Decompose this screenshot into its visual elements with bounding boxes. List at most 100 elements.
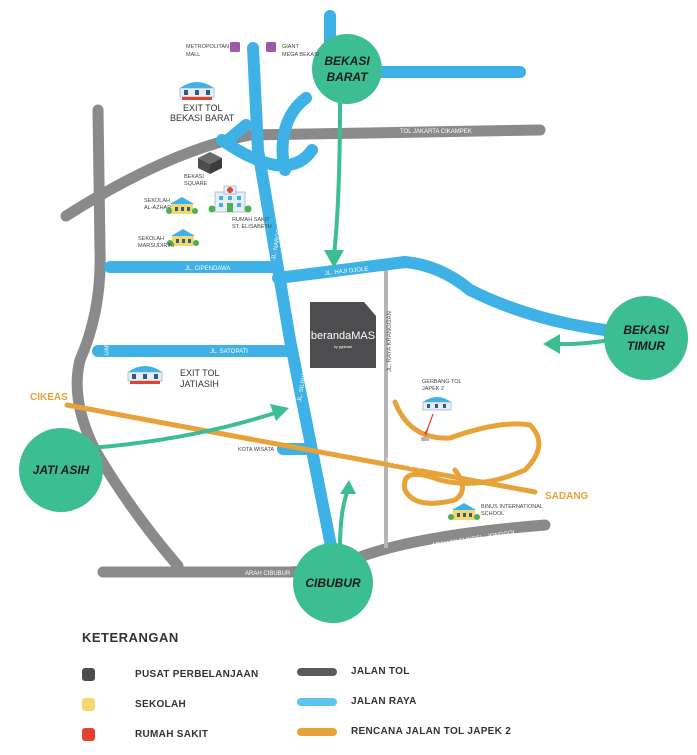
rs-elisabeth-label-1: RUMAH SAKIT (232, 217, 270, 223)
toll-lingkar-luar (71, 104, 184, 572)
giant-label-1: GIANT (282, 44, 299, 50)
legend-label-school: SEKOLAH (135, 699, 186, 710)
sekolah-marsudirini-label-2: MARSUDIRINI (138, 243, 175, 249)
exit-jatiasih-label-1: EXIT TOL (180, 368, 220, 378)
road-bekasi-barat-link (276, 92, 312, 176)
legend-label-shopping: PUSAT PERBELANJAAN (135, 669, 259, 680)
landmark-metropolitan-mall: METROPOLITAN MALL (186, 42, 240, 58)
brand-name: berandaMAS (311, 330, 375, 342)
city-bekasi-timur: BEKASI TIMUR (604, 296, 688, 380)
toll-gate-icon (179, 82, 215, 100)
landmark-exit-jatiasih: EXIT TOL JATIASIH (127, 366, 220, 389)
label-tol-jakarta-cikampek: TOL JAKARTA CIKAMPEK (400, 129, 472, 135)
arrow-from-cibubur (338, 488, 350, 550)
beranda-mas-marker: berandaMAS by pgnmasi (310, 302, 376, 368)
exit-bekasi-barat-label-1: EXIT TOL (183, 103, 223, 113)
binus-label-1: BINUS INTERNATIONAL (481, 504, 543, 510)
school-icon (448, 503, 480, 520)
road-swatch-icon (297, 697, 337, 706)
gerbang-japek-label-2: JAPEK 2 (422, 386, 444, 392)
legend-item-school: SEKOLAH (82, 698, 186, 711)
gerbang-japek-label-1: GERBANG TOL (422, 379, 462, 385)
landmark-sekolah-marsudirini: SEKOLAH MARSUDIRINI (138, 229, 199, 249)
landmark-sekolah-al-azhar: SEKOLAH AL-AZHAR (144, 197, 198, 214)
arrow-heads (270, 250, 560, 494)
city-jati-asih-label: JATI ASIH (33, 463, 90, 477)
planned-toll-loop (392, 399, 542, 506)
hospital-icon (208, 185, 252, 213)
sekolah-alazhar-label-2: AL-AZHAR (144, 205, 171, 211)
brand-sub: by pgnmasi (334, 345, 352, 349)
planned-toll-japek2 (64, 399, 542, 506)
bekasi-square-label-2: SQUARE (184, 181, 208, 187)
road-top-left (222, 119, 252, 146)
road-north-branch (216, 134, 318, 172)
hospital-swatch-icon (82, 728, 95, 741)
arrowhead-bekasi-timur (543, 334, 560, 354)
city-cibubur-label: CIBUBUR (305, 576, 361, 590)
city-cibubur: CIBUBUR (293, 543, 373, 623)
exit-bekasi-barat-label-2: BEKASI BARAT (170, 113, 235, 123)
city-bekasi-barat: BEKASI BARAT (312, 34, 382, 104)
legend-label-road: JALAN RAYA (351, 696, 417, 707)
label-arah-cibubur: ARAH CIBUBUR (245, 571, 291, 577)
legend-label-hospital: RUMAH SAKIT (135, 729, 209, 740)
city-bekasi-timur-line1: BEKASI (623, 323, 669, 337)
sekolah-marsudirini-label-1: SEKOLAH (138, 236, 164, 242)
label-jl-haji-djole: JL. HAJI DJOLE (325, 266, 369, 277)
school-icon (167, 229, 199, 246)
metropolitan-label-1: METROPOLITAN (186, 44, 229, 50)
arrowhead-bekasi-barat (324, 250, 344, 268)
legend-item-shopping: PUSAT PERBELANJAAN (82, 668, 259, 681)
mall-building-icon (198, 152, 222, 174)
legend-label-plan: RENCANA JALAN TOL JAPEK 2 (351, 726, 512, 737)
mall-marker-icon (230, 42, 240, 52)
bekasi-square-label-1: BEKASI (184, 174, 204, 180)
label-jl-satopati: JL. SATOPATI (210, 349, 248, 355)
arrow-from-jati-asih (88, 411, 277, 450)
label-jl-raya-kranggan: JL. RAYA KRANGGAN (387, 311, 393, 372)
legend-label-toll: JALAN TOL (351, 666, 410, 677)
toll-jakarta-cikampek (60, 124, 546, 222)
school-swatch-icon (82, 698, 95, 711)
city-bekasi-barat-line2: BARAT (326, 70, 369, 84)
label-jl-cipendawa: JL. CIPENDAWA (185, 266, 231, 272)
legend-item-hospital: RUMAH SAKIT (82, 728, 208, 741)
landmark-gerbang-japek-2: GERBANG TOL JAPEK 2 (421, 379, 462, 441)
rs-elisabeth-label-2: ST. ELISABETH (232, 224, 272, 230)
shopping-swatch-icon (82, 668, 95, 681)
toll-gate-icon (127, 366, 163, 384)
arrow-from-bekasi-barat (332, 98, 342, 257)
landmark-binus: BINUS INTERNATIONAL SCHOOL (448, 503, 543, 520)
city-jati-asih: JATI ASIH (19, 428, 103, 512)
legend-item-toll: JALAN TOL (297, 666, 410, 677)
landmark-giant: GIANT MEGA BEKASI (266, 42, 320, 58)
legend-item-road: JALAN RAYA (297, 696, 417, 707)
sekolah-alazhar-label-1: SEKOLAH (144, 198, 170, 204)
landmark-rs-elisabeth: RUMAH SAKIT ST. ELISABETH (208, 185, 272, 230)
toll-roads (60, 104, 551, 578)
exit-jatiasih-label-2: JATIASIH (180, 379, 219, 389)
school-icon (166, 197, 198, 214)
arrow-from-bekasi-timur (553, 338, 612, 347)
landmark-bekasi-square: BEKASI SQUARE (184, 152, 222, 187)
mall-marker-icon (266, 42, 276, 52)
city-bekasi-timur-line2: TIMUR (627, 339, 665, 353)
road-haji-djole (272, 256, 611, 336)
arrowhead-jati-asih (270, 404, 289, 421)
legend-title: KETERANGAN (82, 630, 179, 645)
metropolitan-label-2: MALL (186, 52, 200, 58)
label-cikeas: CIKEAS (30, 392, 68, 403)
binus-label-2: SCHOOL (481, 511, 504, 517)
map-legend: KETERANGAN PUSAT PERBELANJAAN SEKOLAH RU… (82, 630, 602, 750)
legend-item-plan: RENCANA JALAN TOL JAPEK 2 (297, 726, 511, 737)
arrowhead-cibubur (340, 480, 356, 494)
giant-label-2: MEGA BEKASI (282, 52, 320, 58)
toll-gate-icon (422, 397, 452, 411)
label-tol-lingkar-luar: TOL LINGKAR LUAR JAKARTA (101, 315, 113, 400)
landmark-exit-bekasi-barat: EXIT TOL BEKASI BARAT (170, 82, 235, 123)
label-sadang: SADANG (545, 491, 589, 502)
kota-wisata-label: KOTA WISATA (238, 447, 274, 453)
plan-swatch-icon (297, 727, 337, 736)
